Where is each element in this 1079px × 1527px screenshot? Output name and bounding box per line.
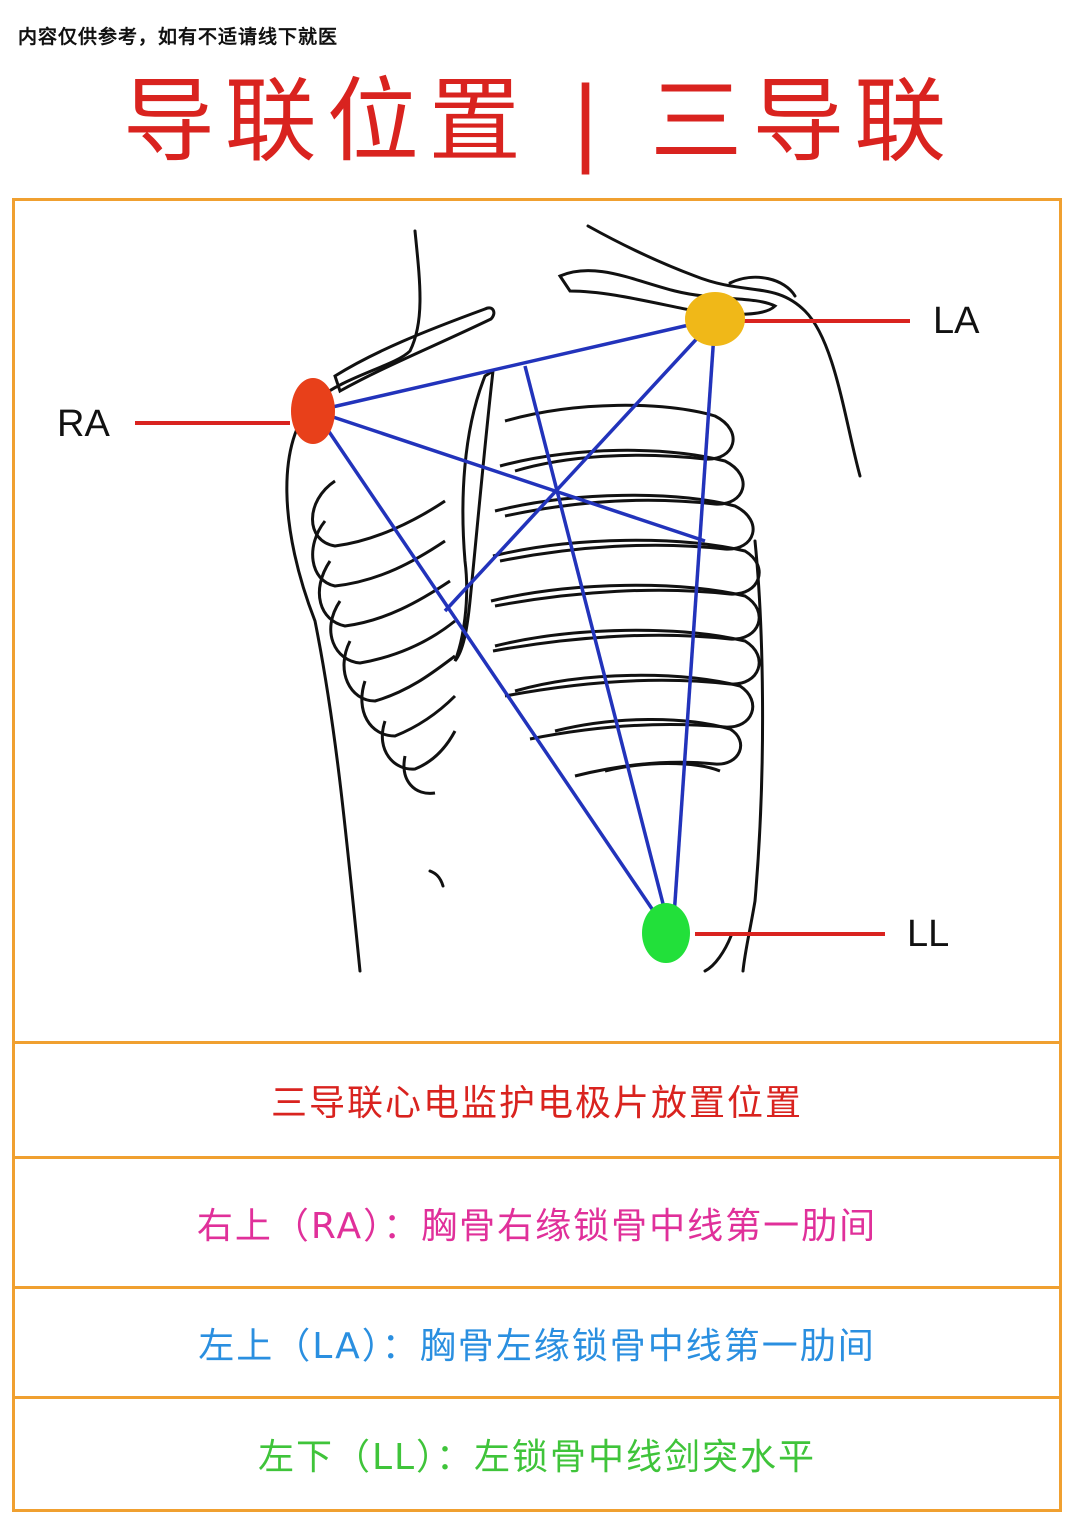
caption-row: 三导联心电监护电极片放置位置 <box>15 1041 1059 1156</box>
ll-electrode <box>642 903 690 963</box>
clavicles <box>333 269 778 394</box>
body-outline <box>285 224 862 973</box>
page-title: 导联位置 | 三导联 <box>122 68 957 175</box>
caption-text: 三导联心电监护电极片放置位置 <box>270 1083 803 1124</box>
ra-label: RA <box>57 403 110 445</box>
chest-diagram: RA LA LL <box>57 224 980 973</box>
pointer-lines <box>135 319 910 936</box>
ll-description: 左下（LL）：左锁骨中线剑突水平 <box>257 1437 817 1478</box>
ll-label: LL <box>907 913 949 955</box>
sternum <box>453 368 495 662</box>
ra-description: 右上（RA）：胸骨右缘锁骨中线第一肋间 <box>196 1205 878 1247</box>
ribs-right <box>490 403 761 778</box>
lead-lines <box>313 317 717 932</box>
ra-electrode <box>291 378 335 444</box>
la-description: 左上（LA）：胸骨左缘锁骨中线第一肋间 <box>198 1325 876 1367</box>
ll-description-row: 左下（LL）：左锁骨中线剑突水平 <box>15 1396 1059 1509</box>
disclaimer-text: 内容仅供参考，如有不适请线下就医 <box>18 26 339 48</box>
ra-description-row: 右上（RA）：胸骨右缘锁骨中线第一肋间 <box>15 1156 1059 1286</box>
content-frame: RA LA LL 三导联心电监护电极片放置位置 右上（RA）：胸骨右缘锁骨中线第… <box>12 198 1062 1512</box>
la-description-row: 左上（LA）：胸骨左缘锁骨中线第一肋间 <box>15 1286 1059 1396</box>
ribs-left <box>311 479 457 795</box>
la-electrode <box>685 292 745 346</box>
la-label: LA <box>933 300 980 342</box>
